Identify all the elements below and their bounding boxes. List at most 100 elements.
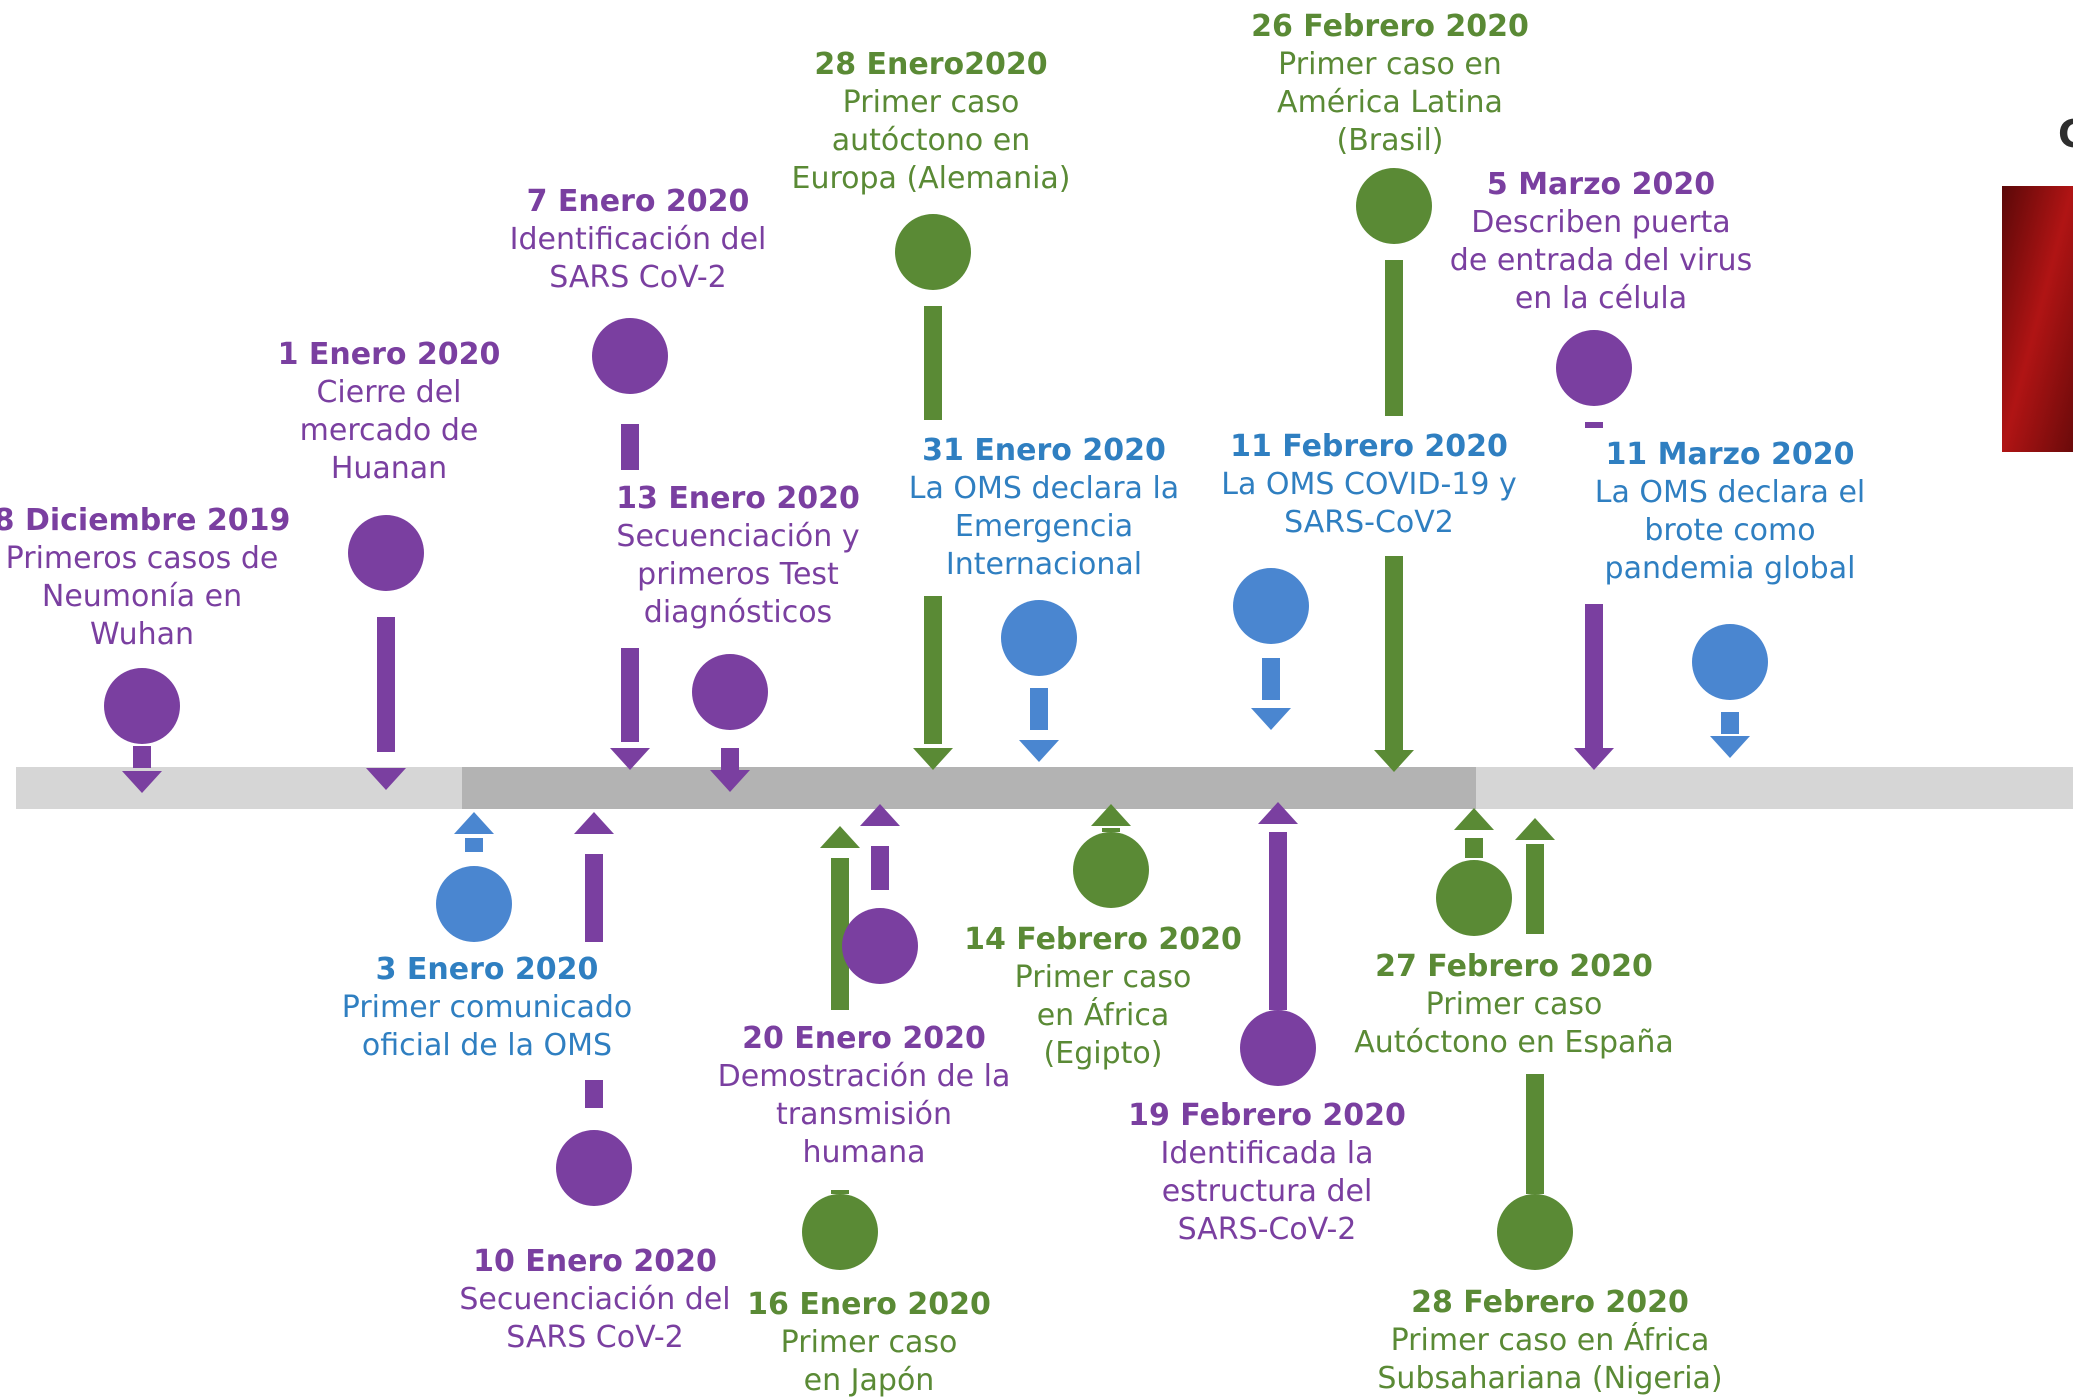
event-e8: 20 Enero 2020 Demostración de la transmi… bbox=[718, 1020, 1011, 1172]
event-arrowhead bbox=[1710, 736, 1750, 758]
event-description: Primer caso Autóctono en España bbox=[1354, 987, 1674, 1060]
event-dot bbox=[802, 1194, 878, 1270]
event-arrowhead bbox=[1091, 804, 1131, 826]
event-marker-e16 bbox=[1497, 818, 1573, 1270]
event-stem bbox=[721, 748, 739, 772]
event-stem bbox=[585, 854, 603, 942]
event-stem bbox=[831, 858, 849, 1010]
event-date: 13 Enero 2020 bbox=[616, 481, 860, 516]
event-marker-e10 bbox=[1001, 600, 1077, 762]
event-marker-e7 bbox=[802, 826, 878, 1270]
event-arrowhead bbox=[1574, 748, 1614, 770]
event-arrowhead bbox=[1374, 750, 1414, 772]
event-marker-e8 bbox=[842, 804, 918, 984]
event-stem bbox=[465, 838, 483, 852]
event-e6: 13 Enero 2020 Secuenciación y primeros T… bbox=[616, 480, 860, 632]
event-stem bbox=[621, 424, 639, 470]
event-e11: 11 Febrero 2020 La OMS COVID-19 y SARS-C… bbox=[1221, 428, 1517, 542]
event-dot bbox=[436, 866, 512, 942]
virus-image bbox=[2002, 186, 2073, 452]
event-dot bbox=[1356, 168, 1432, 244]
event-marker-e12 bbox=[1073, 804, 1149, 908]
event-date: 27 Febrero 2020 bbox=[1375, 949, 1653, 984]
event-description: La OMS declara el brote como pandemia gl… bbox=[1594, 475, 1866, 586]
event-stem bbox=[621, 648, 639, 742]
event-date: 11 Marzo 2020 bbox=[1605, 437, 1855, 472]
event-stem bbox=[1385, 556, 1403, 750]
event-arrowhead bbox=[1258, 802, 1298, 824]
event-marker-e4 bbox=[592, 318, 668, 770]
event-e14: 26 Febrero 2020 Primer caso en América L… bbox=[1251, 8, 1529, 160]
event-e5: 10 Enero 2020 Secuenciación del SARS CoV… bbox=[459, 1243, 730, 1357]
event-date: 16 Enero 2020 bbox=[747, 1287, 991, 1322]
event-stem bbox=[1721, 712, 1739, 734]
event-marker-e11 bbox=[1233, 568, 1309, 730]
event-date: 1 Enero 2020 bbox=[277, 337, 501, 372]
event-marker-e13 bbox=[1240, 802, 1316, 1086]
event-stem bbox=[1585, 604, 1603, 748]
event-stem bbox=[1465, 838, 1483, 858]
event-e4: 7 Enero 2020 Identificación del SARS CoV… bbox=[510, 183, 767, 297]
event-description: Secuenciación del SARS CoV-2 bbox=[459, 1282, 731, 1355]
event-arrowhead bbox=[1019, 740, 1059, 762]
event-arrowhead bbox=[122, 771, 162, 793]
event-arrowhead bbox=[1454, 808, 1494, 830]
event-e10: 31 Enero 2020 La OMS declara la Emergenc… bbox=[909, 432, 1179, 584]
event-description: Describen puerta de entrada del virus en… bbox=[1449, 205, 1753, 316]
event-marker-e3 bbox=[436, 812, 512, 942]
event-marker-e2 bbox=[348, 515, 424, 790]
event-stem bbox=[1585, 422, 1603, 428]
event-arrowhead bbox=[610, 748, 650, 770]
event-date: 20 Enero 2020 bbox=[742, 1021, 986, 1056]
event-marker-e6 bbox=[692, 654, 768, 792]
event-description: Demostración de la transmisión humana bbox=[717, 1059, 1011, 1170]
event-dot bbox=[1692, 624, 1768, 700]
event-stem bbox=[377, 617, 395, 752]
event-arrowhead bbox=[366, 768, 406, 790]
event-dot bbox=[592, 318, 668, 394]
event-stem bbox=[1030, 688, 1048, 730]
event-e13: 19 Febrero 2020 Identificada la estructu… bbox=[1128, 1097, 1406, 1249]
event-date: 7 Enero 2020 bbox=[526, 184, 750, 219]
event-description: Primeros casos de Neumonía en Wuhan bbox=[5, 541, 279, 652]
event-stem bbox=[871, 846, 889, 890]
event-description: Primer caso en África (Egipto) bbox=[1014, 960, 1192, 1071]
event-marker-e1 bbox=[104, 668, 180, 793]
event-date: 8 Diciembre 2019 bbox=[0, 503, 291, 538]
event-arrowhead bbox=[913, 748, 953, 770]
event-date: 5 Marzo 2020 bbox=[1486, 167, 1716, 202]
event-stem bbox=[831, 1190, 849, 1194]
event-dot bbox=[1436, 860, 1512, 936]
event-dot bbox=[1233, 568, 1309, 644]
event-e2: 1 Enero 2020 Cierre del mercado de Huana… bbox=[278, 336, 501, 488]
event-date: 3 Enero 2020 bbox=[375, 952, 599, 987]
event-stem bbox=[585, 1080, 603, 1108]
event-marker-e5 bbox=[556, 812, 632, 1206]
event-arrowhead bbox=[1515, 818, 1555, 840]
event-description: La OMS declara la Emergencia Internacion… bbox=[908, 471, 1180, 582]
event-date: 28 Enero2020 bbox=[814, 47, 1048, 82]
event-dot bbox=[1497, 1194, 1573, 1270]
event-date: 28 Febrero 2020 bbox=[1411, 1285, 1689, 1320]
event-arrowhead bbox=[454, 812, 494, 834]
event-description: Primer caso en Japón bbox=[780, 1325, 958, 1398]
event-description: La OMS COVID-19 y SARS-CoV2 bbox=[1221, 467, 1517, 540]
event-date: 14 Febrero 2020 bbox=[964, 922, 1242, 957]
event-e16: 28 Febrero 2020 Primer caso en África Su… bbox=[1377, 1284, 1722, 1398]
event-dot bbox=[104, 668, 180, 744]
event-description: Primer comunicado oficial de la OMS bbox=[341, 990, 633, 1063]
event-stem bbox=[1385, 260, 1403, 416]
event-stem bbox=[1102, 828, 1120, 832]
event-e7: 16 Enero 2020 Primer caso en Japón bbox=[747, 1286, 991, 1400]
event-description: Identificada la estructura del SARS-CoV-… bbox=[1160, 1136, 1374, 1247]
event-stem bbox=[1262, 658, 1280, 700]
event-dot bbox=[1073, 832, 1149, 908]
event-arrowhead bbox=[1251, 708, 1291, 730]
event-dot bbox=[842, 908, 918, 984]
event-description: Primer caso en América Latina (Brasil) bbox=[1277, 47, 1503, 158]
event-stem bbox=[1526, 844, 1544, 934]
event-arrowhead bbox=[574, 812, 614, 834]
event-e12: 14 Febrero 2020 Primer caso en África (E… bbox=[964, 921, 1242, 1073]
event-description: Primer caso en África Subsahariana (Nige… bbox=[1377, 1323, 1723, 1396]
